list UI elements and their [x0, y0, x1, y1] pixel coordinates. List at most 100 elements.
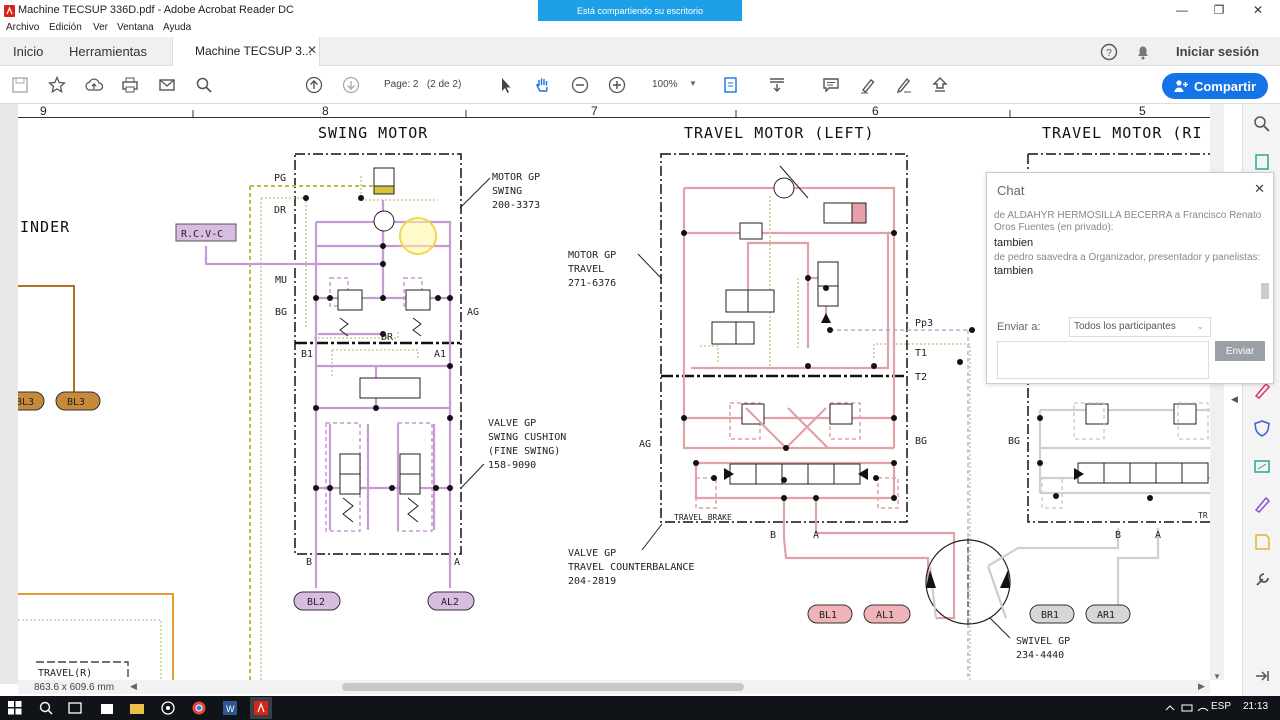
menu-archivo[interactable]: Archivo — [6, 22, 40, 33]
fill-sign-icon[interactable] — [1252, 494, 1272, 514]
search-icon[interactable] — [194, 75, 214, 95]
scroll-right-icon[interactable]: ▶ — [1198, 681, 1205, 691]
task-view-icon[interactable] — [66, 699, 84, 717]
prev-page-icon[interactable] — [304, 75, 324, 95]
save-icon[interactable] — [10, 75, 30, 95]
page-number[interactable]: Page: 2 — [384, 79, 419, 90]
acrobat-taskbar-icon[interactable] — [250, 697, 272, 719]
protect-icon[interactable] — [1252, 418, 1272, 438]
tab-document-label: Machine TECSUP 3... — [195, 44, 312, 58]
menu-edicion[interactable]: Edición — [49, 22, 82, 33]
sign-icon[interactable] — [894, 75, 914, 95]
port-bg-travel: BG — [915, 436, 927, 447]
comment-tool-icon[interactable] — [1252, 532, 1272, 552]
chat-message-text: tambien — [994, 265, 1034, 277]
scroll-left-icon[interactable]: ◀ — [130, 681, 137, 691]
windows-taskbar: W ESP 21:13 — [0, 696, 1280, 720]
zoom-level[interactable]: 100% — [652, 79, 678, 90]
mail-icon[interactable] — [157, 75, 177, 95]
tab-document[interactable]: Machine TECSUP 3... ✕ — [172, 37, 320, 66]
select-cursor-icon[interactable] — [496, 75, 516, 95]
tab-home[interactable]: Inicio — [13, 44, 44, 59]
travel-brake-label: TRAVEL BRAKE — [674, 513, 732, 522]
word-icon[interactable]: W — [221, 699, 239, 717]
windows-start-icon[interactable] — [6, 699, 24, 717]
port-t2: T2 — [915, 372, 927, 383]
language-indicator[interactable]: ESP — [1211, 701, 1232, 712]
stamp-icon[interactable] — [930, 75, 950, 95]
menu-ayuda[interactable]: Ayuda — [163, 22, 192, 33]
next-page-icon[interactable] — [341, 75, 361, 95]
port-pg: PG — [274, 173, 286, 184]
zoom-tool-icon[interactable] — [1252, 114, 1272, 134]
send-sign-icon[interactable] — [1252, 456, 1272, 476]
share-button[interactable]: Compartir — [1162, 73, 1268, 99]
hand-tool-icon[interactable] — [533, 75, 553, 95]
valve-swing-2: SWING CUSHION — [488, 432, 566, 443]
close-window-icon[interactable]: ✕ — [1252, 3, 1264, 17]
scroll-down-icon[interactable]: ▼ — [1213, 672, 1221, 681]
left-gutter — [0, 104, 18, 684]
port-dr2: DR — [381, 332, 394, 343]
page-indicator[interactable]: Page: 2 (2 de 2) — [384, 79, 461, 90]
menu-ver[interactable]: Ver — [93, 22, 109, 33]
collapse-panel-icon[interactable] — [1252, 666, 1272, 686]
taskbar-search-icon[interactable] — [37, 699, 55, 717]
tab-bar: Inicio Herramientas Machine TECSUP 3... … — [0, 37, 1280, 66]
ruler-6: 6 — [872, 104, 879, 118]
expand-panel-icon[interactable]: ◀ — [1231, 394, 1238, 404]
chat-message-from: de ALDAHYR HERMOSILLA BECERRA a Francisc… — [994, 210, 1262, 233]
ruler-7: 7 — [591, 104, 598, 118]
store-icon[interactable] — [98, 699, 116, 717]
zoom-out-icon[interactable] — [570, 75, 590, 95]
pdf-page[interactable]: 9 8 7 6 5 — [18, 104, 1210, 680]
bell-icon[interactable] — [1134, 43, 1152, 61]
minimize-icon[interactable]: — — [1176, 3, 1188, 17]
chat-scroll-thumb[interactable] — [1261, 283, 1269, 299]
tab-tools[interactable]: Herramientas — [69, 44, 148, 59]
chat-message-text: tambien — [994, 237, 1034, 249]
file-explorer-icon[interactable] — [128, 699, 146, 717]
chrome-icon[interactable] — [190, 699, 208, 717]
send-to-select[interactable]: Todos los participantes⌄ — [1069, 317, 1211, 337]
acrobat-logo-icon — [4, 5, 15, 17]
travel-right-title: TRAVEL MOTOR (RI — [1042, 124, 1203, 142]
sharing-banner[interactable]: Está compartiendo su escritorio — [538, 0, 742, 22]
taskbar-clock[interactable]: 21:13 — [1243, 701, 1269, 712]
swivel-gp-1: SWIVEL GP — [1016, 636, 1070, 647]
port-bg-right: BG — [1008, 436, 1020, 447]
more-tools-icon[interactable] — [1252, 570, 1272, 590]
menu-ventana[interactable]: Ventana — [117, 22, 154, 33]
highlight-pen-icon[interactable] — [858, 75, 878, 95]
chat-close-icon[interactable]: ✕ — [1254, 181, 1265, 196]
chat-message-input[interactable] — [997, 341, 1209, 379]
export-pdf-icon[interactable] — [1252, 152, 1272, 172]
pill-bl3-b: BL3 — [67, 397, 85, 408]
horizontal-scroll-thumb[interactable] — [342, 683, 744, 691]
motor-gp-travel-1: MOTOR GP — [568, 250, 616, 261]
horizontal-scrollbar[interactable]: ◀ ▶ — [18, 680, 1210, 694]
pill-bl1: BL1 — [819, 610, 837, 621]
media-app-icon[interactable] — [159, 699, 177, 717]
signin-link[interactable]: Iniciar sesión — [1176, 44, 1260, 59]
motor-gp-travel-3: 271-6376 — [568, 278, 616, 289]
zoom-in-icon[interactable] — [607, 75, 627, 95]
valve-swing-1: VALVE GP — [488, 418, 536, 429]
chat-send-button[interactable]: Enviar — [1215, 341, 1265, 361]
help-icon[interactable]: ? — [1100, 43, 1118, 61]
zoom-chevron-icon[interactable]: ▼ — [689, 79, 697, 88]
scroll-mode-icon[interactable] — [767, 75, 787, 95]
pill-bl2: BL2 — [307, 597, 325, 608]
cloud-upload-icon[interactable] — [84, 75, 104, 95]
star-icon[interactable] — [47, 75, 67, 95]
edit-pdf-icon[interactable] — [1252, 380, 1272, 400]
fit-page-icon[interactable] — [721, 75, 741, 95]
print-icon[interactable] — [120, 75, 140, 95]
comment-icon[interactable] — [821, 75, 841, 95]
tray-icons[interactable] — [1164, 702, 1234, 714]
maximize-icon[interactable]: ❐ — [1213, 3, 1225, 17]
rcvc-label: R.C.V-C — [181, 229, 223, 240]
close-tab-icon[interactable]: ✕ — [307, 43, 318, 57]
port-a-right: A — [1155, 530, 1161, 541]
